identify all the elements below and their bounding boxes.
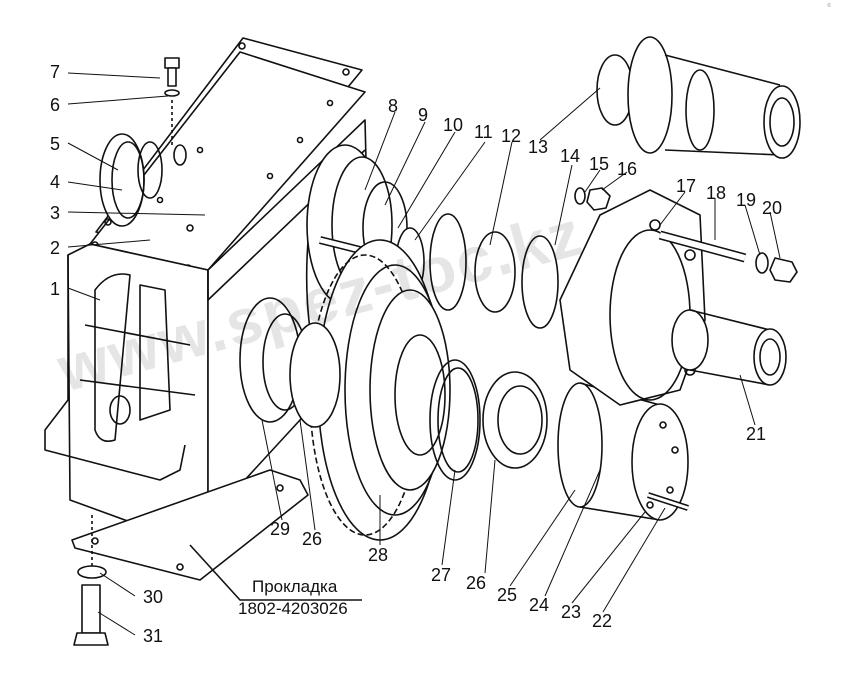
callout-8: 8 — [388, 96, 399, 116]
callout-4: 4 — [50, 172, 61, 192]
bearing-26 — [482, 371, 548, 469]
callout-29: 29 — [270, 519, 291, 539]
callout-16: 16 — [617, 159, 638, 179]
corner-mark: © — [827, 3, 831, 9]
callout-28: 28 — [368, 545, 389, 565]
callout-2: 2 — [50, 238, 61, 258]
callout-30: 30 — [143, 587, 164, 607]
callout-15: 15 — [589, 154, 610, 174]
callout-27: 27 — [431, 565, 452, 585]
callout-19: 19 — [736, 190, 757, 210]
callout-5: 5 — [50, 134, 61, 154]
stud-18 — [658, 230, 798, 283]
nut-16 — [574, 187, 611, 211]
callout-18: 18 — [706, 183, 727, 203]
callout-3: 3 — [50, 203, 61, 223]
callout-13: 13 — [528, 137, 549, 157]
callout-20: 20 — [762, 198, 783, 218]
callout-7: 7 — [50, 62, 61, 82]
callout-6: 6 — [50, 95, 61, 115]
callout-26-left: 26 — [302, 529, 323, 549]
bolt-31 — [73, 515, 109, 646]
callout-11: 11 — [474, 122, 493, 142]
callout-21: 21 — [746, 424, 767, 444]
leader-lines — [67, 72, 781, 636]
callout-10: 10 — [443, 115, 464, 135]
callout-24: 24 — [529, 595, 550, 615]
flanged-hub-22-25 — [557, 382, 689, 521]
upper-shaft-13 — [596, 36, 801, 159]
callout-12: 12 — [501, 126, 522, 146]
callout-23: 23 — [561, 602, 582, 622]
seal-cap-5 — [99, 133, 187, 227]
ring-gear-28 — [309, 239, 451, 541]
callout-1: 1 — [50, 279, 61, 299]
side-cover-17 — [559, 189, 706, 406]
callout-26-right: 26 — [466, 573, 487, 593]
output-shaft-21 — [671, 309, 787, 386]
snap-ring-27 — [429, 359, 481, 481]
bearing-cup-29 — [239, 297, 341, 428]
callout-17: 17 — [676, 176, 697, 196]
bolt-7 — [164, 57, 180, 145]
callout-25: 25 — [497, 585, 518, 605]
caption-gasket-part-number: 1802-4203026 — [238, 599, 348, 618]
bottom-gasket — [71, 469, 362, 601]
callout-9: 9 — [418, 105, 429, 125]
caption-gasket-label: Прокладка — [252, 577, 338, 596]
callout-31: 31 — [143, 626, 164, 646]
callout-14: 14 — [560, 146, 581, 166]
top-cover-plate — [89, 37, 366, 272]
callout-22: 22 — [592, 611, 613, 631]
